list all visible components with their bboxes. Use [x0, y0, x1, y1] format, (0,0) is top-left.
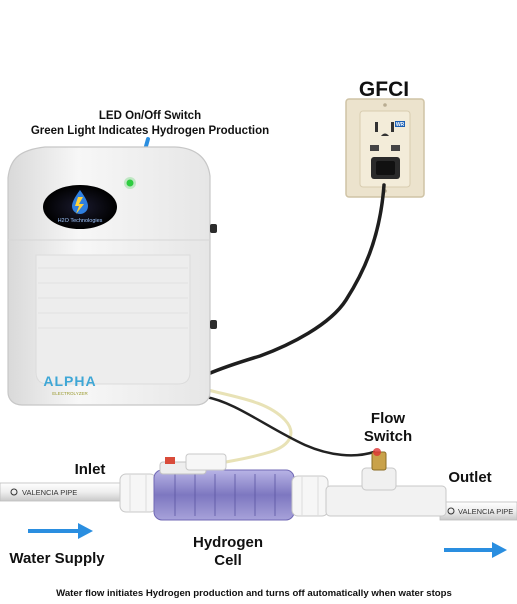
flow-label-line2: Switch [364, 428, 412, 445]
flow-label-line1: Flow [371, 410, 405, 427]
brand-subtitle: ELECTROLYZER [52, 391, 88, 396]
outlet-label: Outlet [448, 469, 491, 486]
gfci-label: GFCI [359, 78, 409, 101]
flow-switch-wire [204, 395, 376, 457]
green-light-label: Green Light Indicates Hydrogen Productio… [31, 125, 269, 137]
power-cord [206, 183, 386, 376]
pipe-print-right: VALENCIA PIPE [458, 507, 513, 516]
flow-switch-tee [325, 448, 447, 517]
inlet-union-fitting [119, 473, 157, 513]
gfci-outlet: WR [345, 98, 425, 198]
water-supply-label: Water Supply [9, 550, 105, 567]
hydrogen-cell [153, 453, 295, 521]
brand-name: ALPHA [43, 373, 96, 389]
water-pipe: VALENCIA PIPE VALENCIA PIPE [0, 482, 517, 521]
logo-text: H2O Technologies [58, 218, 103, 224]
inflow-arrow [28, 523, 93, 539]
alpha-hydrogen-unit: H2O Technologies ALPHA ELECTROLYZER [7, 146, 217, 406]
outflow-arrow [444, 542, 507, 558]
hydrogen-cell-label-line1: Hydrogen [193, 534, 263, 551]
outlet-union-fitting [291, 475, 329, 517]
pipe-print-left: VALENCIA PIPE [22, 488, 77, 497]
indicator-led [126, 179, 134, 187]
sensor-cable [206, 388, 293, 464]
wr-badge: WR [396, 122, 405, 128]
inlet-label: Inlet [75, 461, 106, 478]
hydrogen-cell-label-line2: Cell [214, 552, 242, 569]
led-switch-label: LED On/Off Switch [99, 110, 201, 122]
footer-caption: Water flow initiates Hydrogen production… [56, 588, 452, 599]
